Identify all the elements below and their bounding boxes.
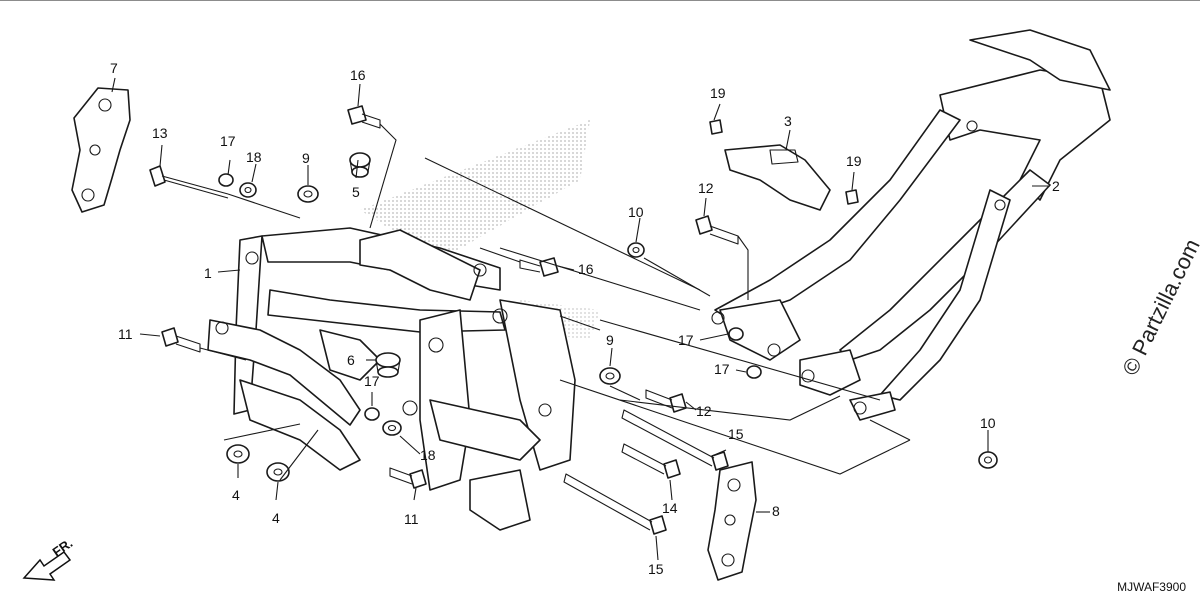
callout-2: 2 [1052,178,1060,194]
part-11-bolt-bottom [389,467,427,489]
callout-12a: 12 [698,180,714,196]
callout-6: 6 [347,352,355,368]
part-3-plate [724,144,831,211]
part-6-collar [375,352,401,378]
front-direction-arrow-icon [22,550,72,581]
part-4-rubber-a [226,444,250,464]
callout-14: 14 [662,500,678,516]
part-14-bolt [621,443,681,479]
part-2-rear-frame [711,29,1111,421]
callout-15a: 15 [728,426,744,442]
callout-17b: 17 [364,373,380,389]
part-17-nut-a [218,173,234,187]
callout-10b: 10 [980,415,996,431]
part-15-bolt-bottom [563,473,667,535]
callout-17c: 17 [678,332,694,348]
callout-16b: 16 [578,261,594,277]
part-11-bolt-left [161,327,201,353]
callout-4b: 4 [272,510,280,526]
part-4-rubber-b [266,462,290,482]
callout-17d: 17 [714,361,730,377]
callout-12b: 12 [696,403,712,419]
callout-5: 5 [352,184,360,200]
part-1-main-frame [207,227,576,531]
part-12-bolt-lower [645,389,687,413]
callouts: 1 2 3 4 4 5 6 7 8 9 9 10 10 11 11 12 12 … [110,60,1060,577]
callout-13: 13 [152,125,168,141]
part-10-nut-lower [978,451,998,469]
callout-10a: 10 [628,204,644,220]
diagram-code: MJWAF3900 [1117,580,1186,594]
callout-19b: 19 [846,153,862,169]
callout-19a: 19 [710,85,726,101]
stipple-shading [360,120,590,260]
part-12-bolt-upper [695,215,739,245]
callout-8: 8 [772,503,780,519]
part-17-nut-c [728,327,744,341]
part-16-bolt-top [347,105,381,129]
part-15-bolt-right [621,409,729,471]
part-10-nut-upper [627,242,645,258]
callout-16a: 16 [350,67,366,83]
part-8-bracket [707,461,757,581]
part-17-nut-d [746,365,762,379]
callout-18a: 18 [246,149,262,165]
callout-15b: 15 [648,561,664,577]
part-19-bolt-a [709,119,723,135]
part-5-collar [349,152,371,178]
callout-1: 1 [204,265,212,281]
callout-9b: 9 [606,332,614,348]
callout-11b: 11 [404,511,419,527]
part-13-bolt [149,165,229,199]
part-9-nut-upper [297,185,319,203]
part-9-nut-lower [599,367,621,385]
callout-11a: 11 [118,326,133,342]
callout-17a: 17 [220,133,236,149]
callout-9a: 9 [302,150,310,166]
callout-7: 7 [110,60,118,76]
callout-3: 3 [784,113,792,129]
leader-lines [0,0,1200,561]
part-18-washer-b [382,420,402,436]
callout-18b: 18 [420,447,436,463]
callout-4a: 4 [232,487,240,503]
part-7-bracket [71,87,131,213]
part-17-nut-b [364,407,380,421]
part-19-bolt-b [845,189,859,205]
part-18-washer-a [239,182,257,198]
part-16-bolt-mid [519,257,559,277]
